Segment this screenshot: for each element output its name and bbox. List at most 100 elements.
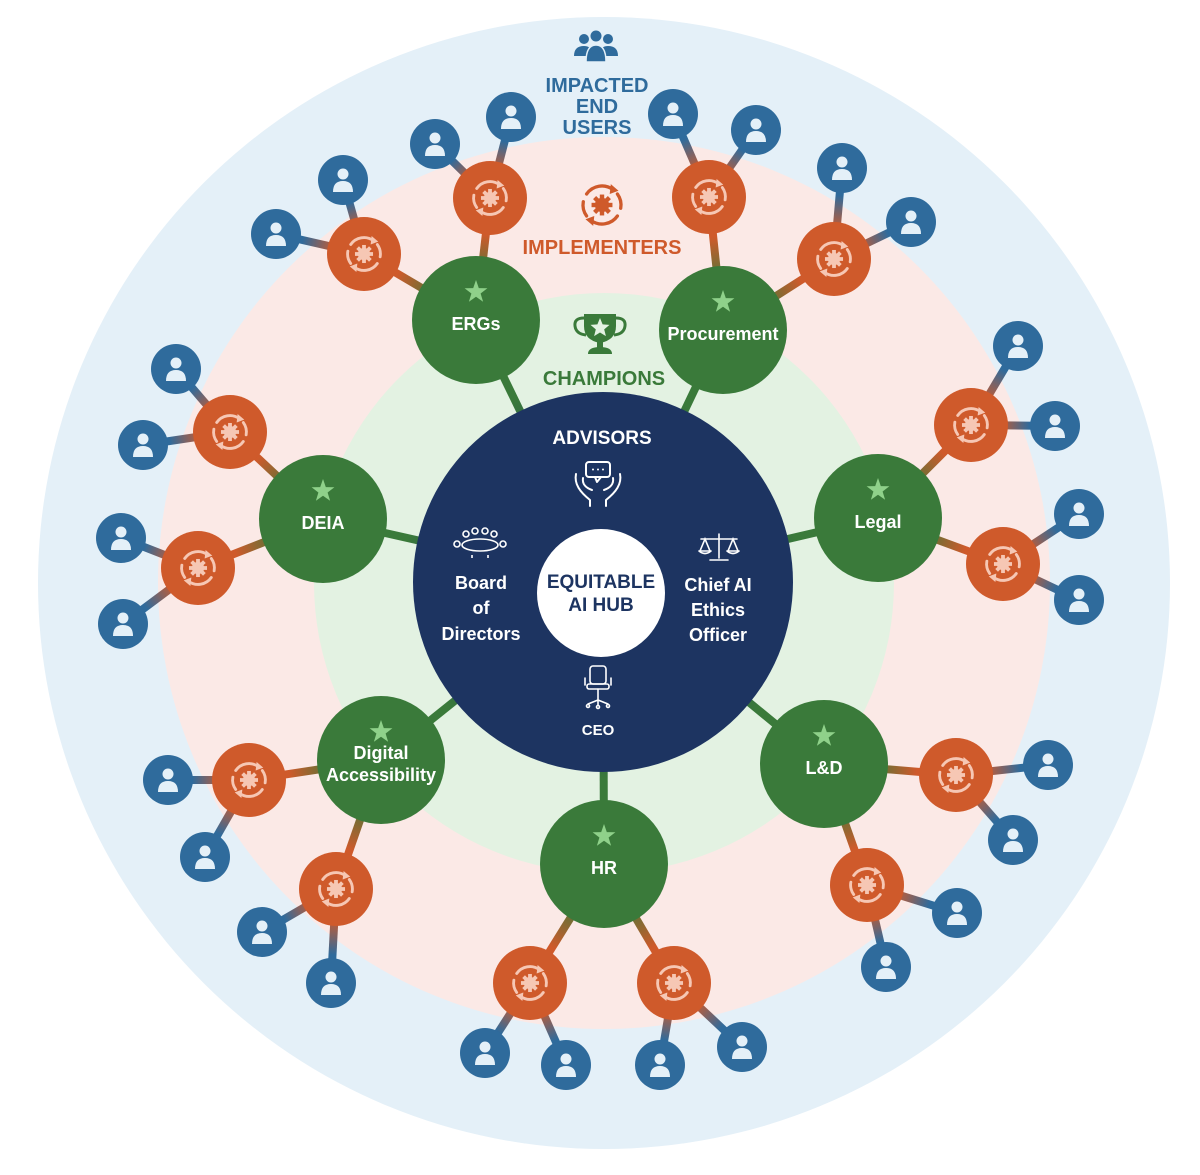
champion-node-procurement: Procurement — [659, 266, 787, 394]
end-user-node — [648, 89, 698, 139]
person-icon — [556, 1053, 576, 1077]
person-icon — [133, 433, 153, 457]
champions-label: CHAMPIONS — [543, 368, 665, 390]
gear-cycle-icon — [231, 761, 267, 799]
implementer-node — [161, 531, 235, 605]
office-chair-icon — [584, 665, 612, 710]
person-icon — [1038, 753, 1058, 777]
champion-node-ld: L&D — [760, 700, 888, 828]
end-users-label-line3: USERS — [563, 117, 632, 139]
star-icon — [592, 824, 616, 846]
person-icon — [113, 612, 133, 636]
hub-core — [537, 529, 665, 657]
champion-label-hr: HR — [591, 858, 617, 878]
person-icon — [333, 168, 353, 192]
person-icon — [663, 102, 683, 126]
implementer-nodes — [161, 160, 1040, 1020]
champion-circle — [760, 700, 888, 828]
hub-title-line2: AI HUB — [568, 595, 633, 616]
gear-cycle-icon — [318, 870, 354, 908]
gear-cycle-icon — [938, 756, 974, 794]
champion-node-ergs: ERGs — [412, 256, 540, 384]
champion-label-ergs: ERGs — [451, 314, 500, 334]
star-icon — [464, 280, 488, 302]
champion-node-legal: Legal — [814, 454, 942, 582]
person-icon — [111, 526, 131, 550]
end-user-node — [143, 755, 193, 805]
person-icon — [158, 768, 178, 792]
champion-circle — [659, 266, 787, 394]
champion-circle — [540, 800, 668, 928]
advisor-board-line2: of — [473, 598, 491, 618]
end-user-nodes — [96, 89, 1104, 1090]
implementer-node — [299, 852, 373, 926]
implementer-node — [327, 217, 401, 291]
champion-label-legal: Legal — [854, 512, 901, 532]
hub: EQUITABLE AI HUB ADVISORS Board of Direc… — [413, 392, 793, 772]
person-icon — [266, 222, 286, 246]
end-user-node — [993, 321, 1043, 371]
implementers-label-group: IMPLEMENTERS — [523, 184, 682, 259]
advisor-board-line3: Directors — [441, 624, 520, 644]
implementers-label: IMPLEMENTERS — [523, 237, 682, 259]
advisor-chief-line1: Chief AI — [684, 575, 751, 595]
person-icon — [475, 1041, 495, 1065]
person-icon — [746, 118, 766, 142]
scales-icon — [698, 533, 740, 561]
champion-circle — [317, 696, 445, 824]
implementer-node — [934, 388, 1008, 462]
end-user-node — [318, 155, 368, 205]
end-user-node — [817, 143, 867, 193]
implementer-node — [830, 848, 904, 922]
person-icon — [425, 132, 445, 156]
champion-circle — [814, 454, 942, 582]
end-user-node — [118, 420, 168, 470]
end-user-node — [635, 1040, 685, 1090]
advisors-label: ADVISORS — [552, 428, 651, 449]
end-users-label-group: IMPACTED END USERS — [546, 30, 649, 139]
end-user-node — [180, 832, 230, 882]
advisor-chief-line3: Officer — [689, 625, 747, 645]
person-icon — [832, 156, 852, 180]
end-user-node — [410, 119, 460, 169]
implementer-node — [193, 395, 267, 469]
implementer-node — [672, 160, 746, 234]
champion-circle — [259, 455, 387, 583]
person-icon — [947, 901, 967, 925]
person-icon — [195, 845, 215, 869]
hands-chat-icon — [574, 461, 622, 507]
champion-node-hr: HR — [540, 800, 668, 928]
end-user-node — [486, 92, 536, 142]
end-user-node — [717, 1022, 767, 1072]
gear-cycle-icon — [581, 184, 623, 226]
end-user-node — [1030, 401, 1080, 451]
hub-title-line1: EQUITABLE — [547, 572, 655, 593]
gear-cycle-icon — [581, 184, 623, 226]
champion-node-deia: DEIA — [259, 455, 387, 583]
champion-circle — [412, 256, 540, 384]
person-icon — [876, 955, 896, 979]
implementer-node — [797, 222, 871, 296]
person-icon — [901, 210, 921, 234]
end-user-node — [886, 197, 936, 247]
star-icon — [812, 724, 836, 746]
end-users-label-line1: IMPACTED — [546, 75, 649, 97]
end-user-node — [861, 942, 911, 992]
end-user-node — [460, 1028, 510, 1078]
advisor-chief-line2: Ethics — [691, 600, 745, 620]
implementer-node — [453, 161, 527, 235]
star-icon — [866, 478, 890, 500]
star-icon — [711, 290, 735, 312]
end-user-node — [731, 105, 781, 155]
end-user-node — [541, 1040, 591, 1090]
trophy-star-icon — [573, 314, 627, 354]
end-users-label-line2: END — [576, 96, 618, 118]
end-user-node — [251, 209, 301, 259]
champion-label-procurement: Procurement — [667, 324, 778, 344]
champion-label-ld: L&D — [806, 758, 843, 778]
end-user-node — [1023, 740, 1073, 790]
person-icon — [1003, 828, 1023, 852]
boardroom-icon — [453, 527, 507, 558]
